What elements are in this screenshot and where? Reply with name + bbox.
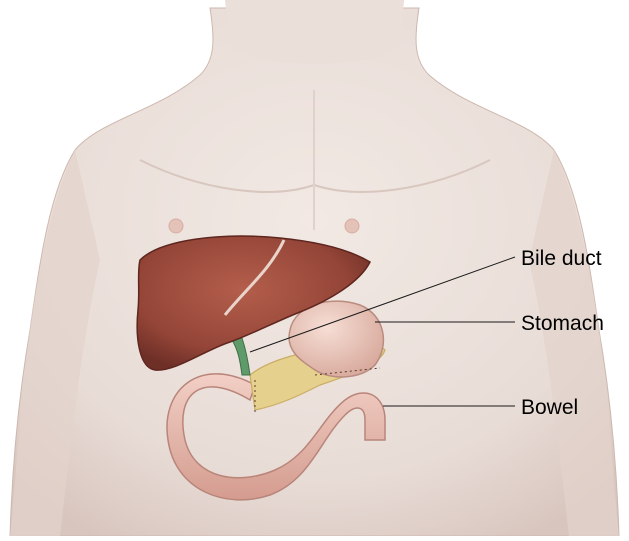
- neck: [225, 0, 404, 64]
- right-nipple: [345, 219, 359, 233]
- left-nipple: [169, 219, 183, 233]
- bile-duct-label: Bile duct: [521, 247, 602, 270]
- bowel-label: Bowel: [521, 396, 578, 419]
- stomach-label: Stomach: [521, 312, 604, 335]
